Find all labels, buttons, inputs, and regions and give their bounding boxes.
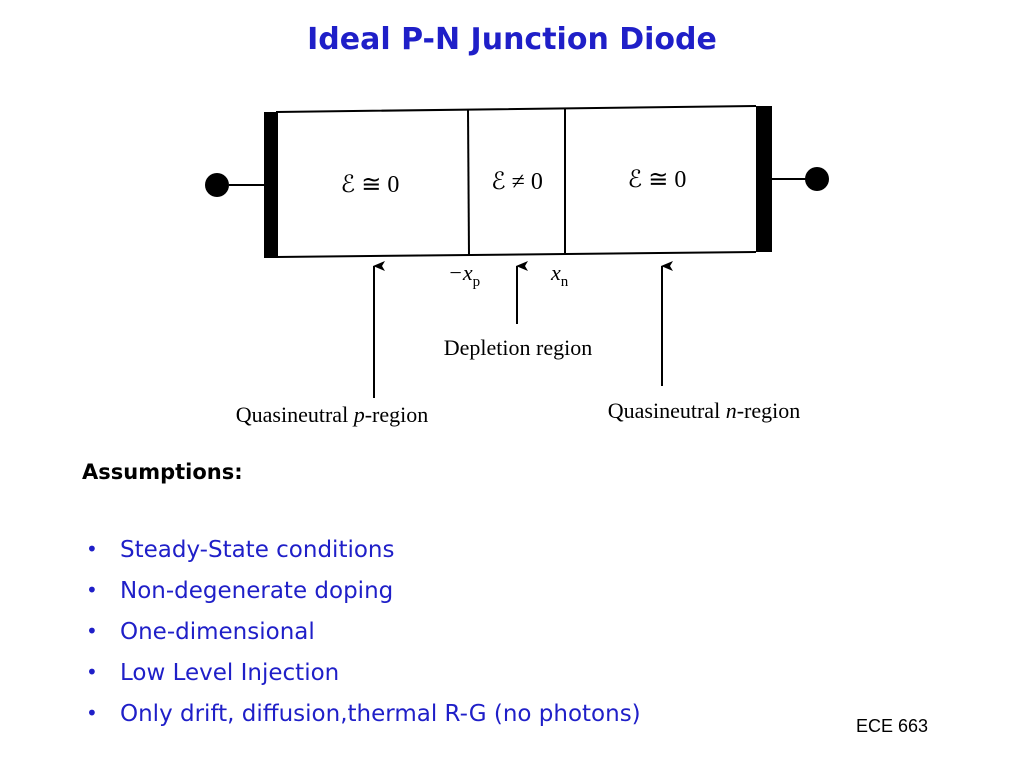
left-contact — [264, 112, 278, 258]
depletion-boundary-left — [467, 109, 470, 256]
label-neg-xp: −xp — [448, 260, 480, 290]
field-label-n-region: ℰ ≅ 0 — [628, 167, 687, 193]
footer-course-label: ECE 663 — [856, 716, 929, 736]
label-quasineutral-n-region: Quasineutral n-region — [608, 398, 800, 423]
assumptions-list: • Steady-State conditions • Non-degenerate… — [82, 537, 641, 742]
field-label-p-region: ℰ ≅ 0 — [341, 172, 400, 198]
assumption-item: • Only drift, diffusion,thermal R-G (no p… — [82, 701, 641, 742]
right-contact — [756, 106, 772, 252]
left-terminal-dot — [205, 173, 229, 197]
assumption-item: • One-dimensional — [82, 619, 641, 660]
assumption-item: • Steady-State conditions — [82, 537, 641, 578]
assumption-text: Steady-State conditions — [120, 537, 395, 563]
field-label-depletion: ℰ ≠ 0 — [491, 169, 543, 195]
label-depletion-region: Depletion region — [444, 335, 592, 360]
bullet-icon: • — [86, 619, 98, 643]
label-xn: xn — [550, 260, 569, 290]
right-terminal-dot — [805, 167, 829, 191]
assumption-text: Low Level Injection — [120, 660, 340, 686]
pn-junction-diagram: ℰ ≅ 0 ℰ ≠ 0 ℰ ≅ 0 −xp xn Depletion regio… — [205, 105, 829, 427]
assumption-text: Only drift, diffusion,thermal R-G (no ph… — [120, 701, 641, 727]
assumption-text: Non-degenerate doping — [120, 578, 394, 604]
assumption-text: One-dimensional — [120, 619, 315, 645]
label-quasineutral-p-region: Quasineutral p-region — [236, 402, 428, 427]
bullet-icon: • — [86, 537, 98, 561]
bullet-icon: • — [86, 660, 98, 684]
assumptions-heading: Assumptions: — [82, 460, 243, 484]
bullet-icon: • — [86, 701, 98, 725]
slide-title: Ideal P-N Junction Diode — [307, 22, 717, 57]
bullet-icon: • — [86, 578, 98, 602]
assumption-item: • Non-degenerate doping — [82, 578, 641, 619]
assumption-item: • Low Level Injection — [82, 660, 641, 701]
diode-body-outline — [275, 105, 757, 258]
